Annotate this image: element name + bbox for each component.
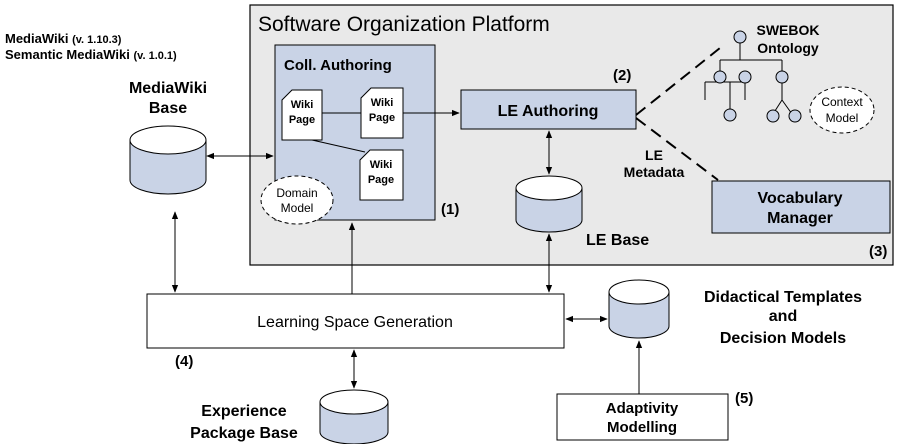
- mediawiki-base-label-2: Base: [149, 100, 187, 117]
- experience-package-cylinder: [319, 389, 389, 444]
- mediawiki-base-cylinder: [129, 125, 207, 195]
- wiki-page-2: Wiki Page: [360, 87, 404, 139]
- mediawiki-base-label-1: MediaWiki: [129, 80, 207, 97]
- vocabulary-manager-box: [711, 180, 891, 234]
- didactical-label-3: Decision Models: [720, 330, 846, 347]
- label-4: (4): [175, 353, 193, 370]
- swebok-label-2: Ontology: [757, 40, 819, 56]
- le-authoring-label: LE Authoring: [498, 103, 599, 120]
- label-5: (5): [735, 390, 753, 407]
- label-3: (3): [869, 243, 887, 260]
- swebok-ontology-tree: [704, 30, 802, 123]
- context-model-label-1: Context: [821, 95, 863, 109]
- wiki-page-1: Wiki Page: [281, 89, 323, 141]
- adaptivity-label-2: Modelling: [607, 419, 677, 436]
- didactical-label-1: Didactical Templates: [704, 289, 862, 306]
- domain-model-label-1: Domain: [276, 186, 317, 200]
- learning-space-generation-box: [146, 293, 565, 349]
- coll-authoring-label: Coll. Authoring: [284, 57, 392, 74]
- wiki-link-1-3: [311, 139, 366, 153]
- platform-title: Software Organization Platform: [258, 13, 550, 36]
- context-model-ellipse: [809, 86, 875, 134]
- vocabulary-label-1: Vocabulary: [757, 190, 842, 207]
- adaptivity-label-1: Adaptivity: [606, 400, 679, 417]
- domain-model-ellipse: [260, 175, 334, 225]
- label-2: (2): [613, 67, 631, 84]
- svg-text:Page: Page: [369, 112, 395, 124]
- lsg-label: Learning Space Generation: [257, 314, 453, 331]
- didactical-templates-cylinder: [608, 279, 670, 339]
- experience-label-2: Package Base: [190, 425, 298, 442]
- le-base-cylinder: [515, 175, 583, 233]
- vocabulary-dashed-link: [635, 117, 719, 181]
- adaptivity-modelling-box: [556, 393, 729, 441]
- mediawiki-version-label: MediaWiki (v. 1.10.3): [5, 31, 122, 46]
- svg-text:Page: Page: [368, 174, 394, 186]
- wiki-page-3: Wiki Page: [359, 149, 404, 201]
- smw-version-label: Semantic MediaWiki (v. 1.0.1): [5, 47, 177, 62]
- svg-text:Wiki: Wiki: [370, 159, 393, 171]
- svg-text:Wiki: Wiki: [291, 99, 314, 111]
- le-metadata-label-1: LE: [645, 147, 663, 163]
- svg-text:Page: Page: [289, 114, 315, 126]
- didactical-label-2: and: [769, 308, 797, 325]
- label-1: (1): [441, 201, 459, 218]
- svg-text:Wiki: Wiki: [371, 97, 394, 109]
- swebok-label-1: SWEBOK: [757, 22, 820, 38]
- context-model-label-2: Model: [826, 111, 859, 125]
- le-base-label: LE Base: [586, 232, 649, 249]
- le-authoring-box: [460, 89, 637, 130]
- experience-label-1: Experience: [201, 403, 286, 420]
- vocabulary-label-2: Manager: [767, 210, 833, 227]
- domain-model-label-2: Model: [281, 201, 314, 215]
- le-metadata-label-2: Metadata: [624, 164, 685, 180]
